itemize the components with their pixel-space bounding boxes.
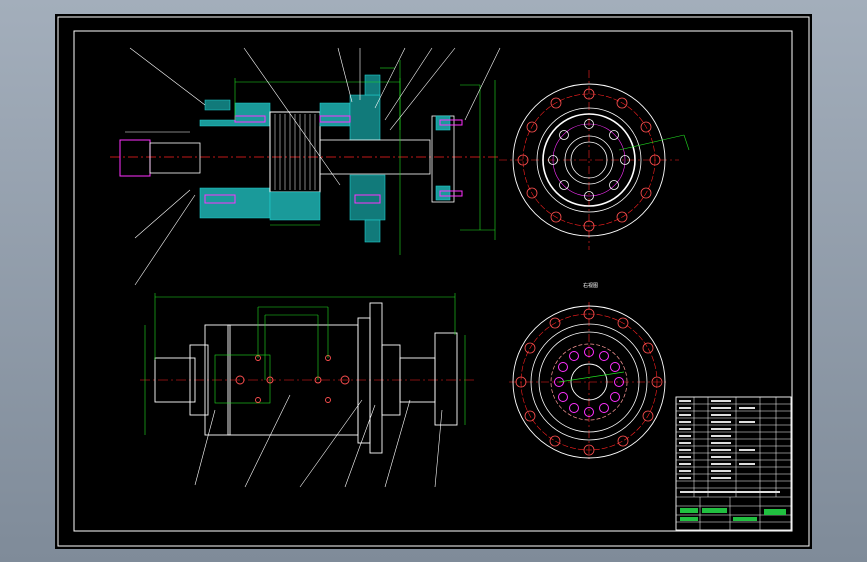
inner-border <box>73 30 793 532</box>
side-end-view-icon <box>509 302 669 462</box>
flange-end-view-icon <box>499 70 690 250</box>
section-view-icon <box>110 47 501 286</box>
view-caption: 右视图 <box>583 282 598 289</box>
title-block-icon <box>675 396 792 531</box>
outer-border <box>57 16 810 547</box>
front-view-icon <box>140 293 475 488</box>
